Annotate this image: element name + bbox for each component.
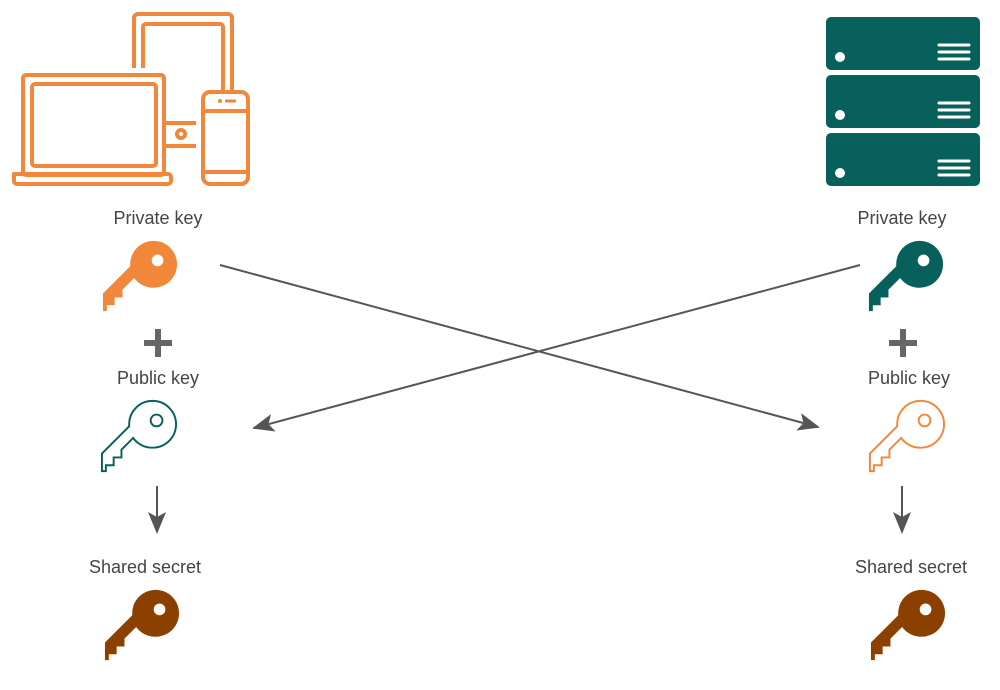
client-public-key-label: Public key <box>116 368 200 388</box>
server-public-key-label: Public key <box>867 368 951 388</box>
client-shared-secret-label: Shared secret <box>88 557 202 577</box>
server-private-to-client-public-arrow <box>252 264 861 432</box>
server-shared-secret-label: Shared secret <box>854 557 968 577</box>
client-private-key-label: Private key <box>113 208 203 228</box>
client-devices-icon <box>12 12 250 186</box>
server-plus-icon <box>889 329 917 357</box>
client-plus-icon <box>144 329 172 357</box>
server-rack-icon <box>826 17 980 186</box>
client-private-to-server-public-arrow <box>219 264 820 431</box>
server-private-key-label: Private key <box>857 208 947 228</box>
